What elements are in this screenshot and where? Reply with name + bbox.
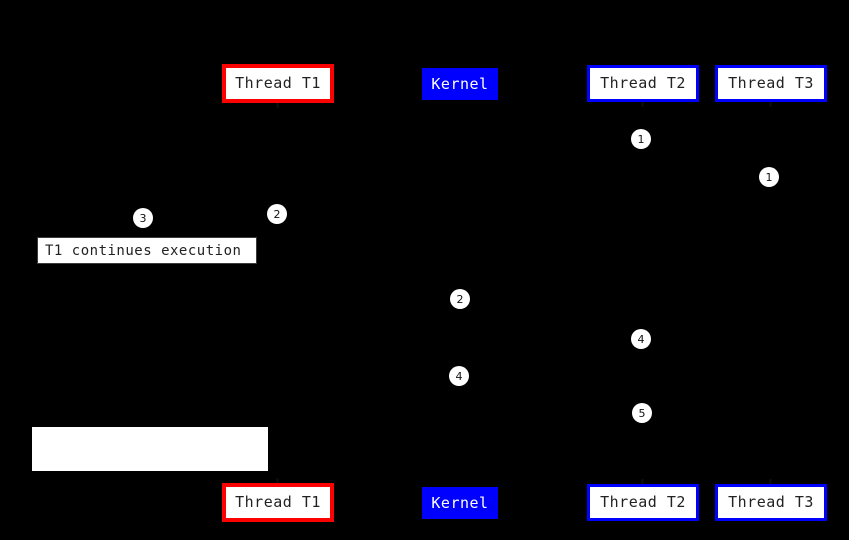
lifeline-thread-t3 [770, 102, 771, 484]
step-badge-label: 2 [273, 207, 281, 221]
participant-label-thread-t3: Thread T3 [728, 74, 814, 92]
participant-header-thread-t3[interactable]: Thread T3 [715, 65, 827, 102]
lifeline-stub-thread-t1-bottom [276, 478, 279, 483]
step-badge-label: 2 [456, 292, 464, 306]
participant-footer-label-thread-t2: Thread T2 [600, 493, 686, 511]
note-text: T1 continues execution [45, 242, 242, 259]
step-badge-label: 4 [455, 369, 463, 383]
step-badge-label: 5 [638, 406, 646, 420]
participant-footer-label-thread-t1: Thread T1 [235, 493, 321, 511]
participant-label-thread-t2: Thread T2 [600, 74, 686, 92]
step-badge-t2-5[interactable]: 5 [632, 403, 652, 423]
lifeline-thread-t2 [642, 102, 643, 484]
lifeline-stub-thread-t3 [769, 102, 772, 107]
participant-footer-label-kernel: Kernel [431, 493, 489, 512]
step-badge-t1-3[interactable]: 3 [133, 208, 153, 228]
step-badge-label: 1 [765, 170, 773, 184]
participant-label-kernel: Kernel [431, 74, 489, 93]
step-badge-kernel-4[interactable]: 4 [449, 366, 469, 386]
lifeline-stub-thread-t2 [641, 102, 644, 107]
participant-footer-thread-t2[interactable]: Thread T2 [587, 484, 699, 521]
participant-label-thread-t1: Thread T1 [235, 74, 321, 92]
step-badge-kernel-2[interactable]: 2 [450, 289, 470, 309]
participant-footer-label-thread-t3: Thread T3 [728, 493, 814, 511]
step-badge-label: 4 [637, 332, 645, 346]
step-badge-t2-1[interactable]: 1 [631, 129, 651, 149]
step-badge-t3-1[interactable]: 1 [759, 167, 779, 187]
step-badge-label: 1 [637, 132, 645, 146]
step-badge-label: 3 [139, 211, 147, 225]
participant-header-thread-t1[interactable]: Thread T1 [222, 64, 334, 103]
step-badge-t1-2[interactable]: 2 [267, 204, 287, 224]
participant-header-thread-t2[interactable]: Thread T2 [587, 65, 699, 102]
participant-header-kernel[interactable]: Kernel [422, 68, 498, 100]
lifeline-stub-thread-t3-bottom [769, 479, 772, 484]
lifeline-stub-thread-t1 [276, 103, 279, 108]
lifeline-stub-thread-t2-bottom [641, 479, 644, 484]
step-badge-t2-4[interactable]: 4 [631, 329, 651, 349]
participant-footer-thread-t1[interactable]: Thread T1 [222, 483, 334, 522]
lifeline-thread-t1 [277, 103, 278, 483]
note-t1-continues-execution[interactable]: T1 continues execution [37, 237, 257, 264]
note-blank[interactable] [32, 427, 268, 471]
participant-footer-thread-t3[interactable]: Thread T3 [715, 484, 827, 521]
participant-footer-kernel[interactable]: Kernel [422, 487, 498, 519]
